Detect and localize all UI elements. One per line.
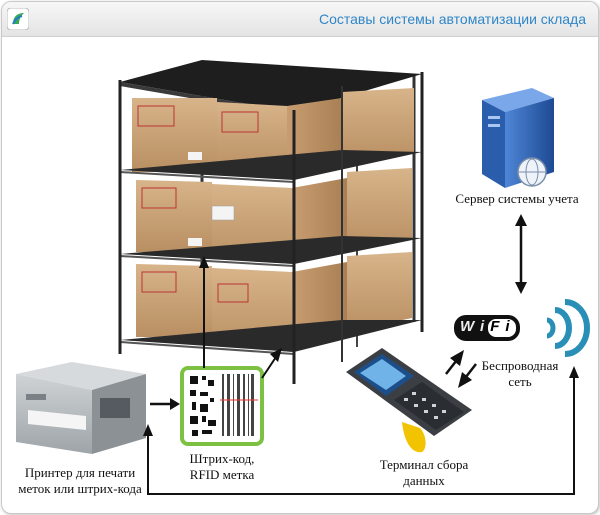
printer-network-link (143, 366, 579, 495)
page-title: Составы системы автоматизации склада (318, 11, 586, 27)
barcode-caption: Штрих-код, RFID метка (189, 451, 255, 482)
barcode-rfid-icon (180, 366, 264, 446)
label-printer-icon (16, 362, 146, 454)
barcode-to-box-arrows (199, 256, 282, 379)
wireless-caption: Беспроводная сеть (481, 358, 559, 389)
printer-caption: Принтер для печати меток или штрих-кода (18, 465, 142, 496)
server-wifi-arrow (515, 214, 527, 294)
logo-icon (7, 8, 29, 30)
warehouse-rack (118, 60, 424, 384)
terminal-caption: Терминал сбора данных (379, 457, 469, 488)
server-icon (482, 88, 554, 188)
header-bar: Составы системы автоматизации склада (2, 2, 598, 37)
wifi-badge-text: WiFi (460, 318, 516, 335)
data-terminal-icon (346, 348, 472, 453)
terminal-wifi-arrows (445, 350, 477, 388)
box-row-bottom (136, 252, 412, 352)
printer-to-barcode-arrow (150, 398, 180, 410)
server-caption: Сервер системы учета (455, 191, 579, 206)
wifi-badge-icon (454, 315, 520, 341)
wireless-waves-icon (546, 299, 590, 357)
